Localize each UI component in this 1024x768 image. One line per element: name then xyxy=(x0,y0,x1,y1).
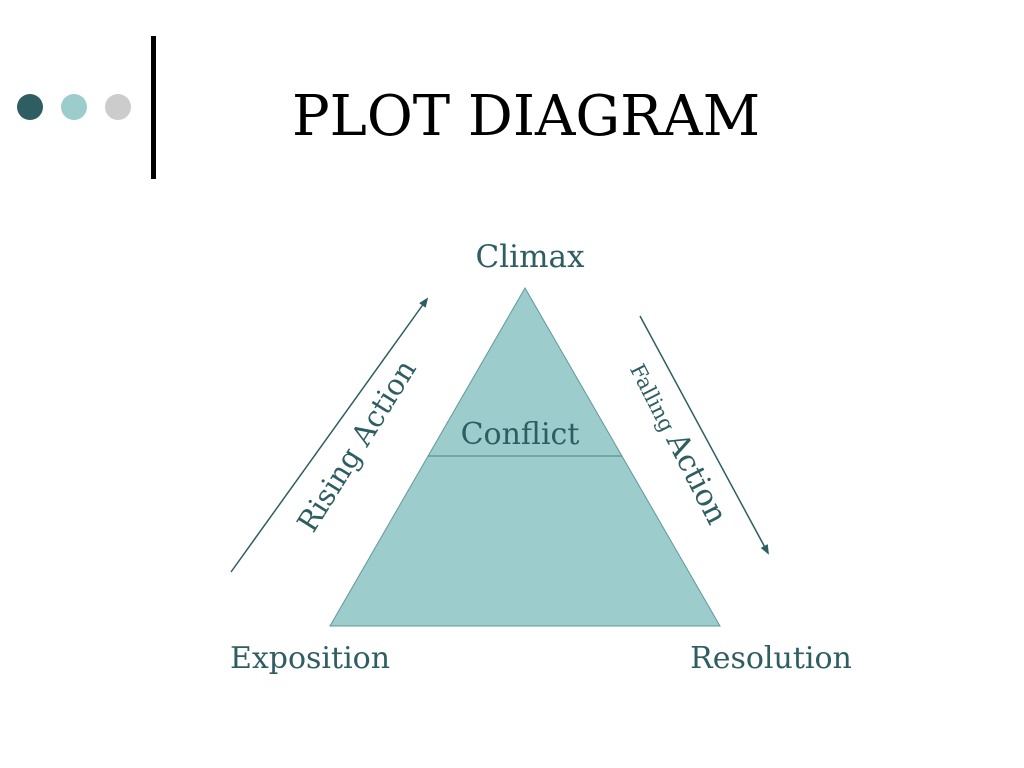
decor-dot-light xyxy=(61,94,87,120)
decor-dot-gray xyxy=(105,94,131,120)
decor-dot-dark xyxy=(17,94,43,120)
action-word-label: Action xyxy=(658,426,734,530)
slide-title: PLOT DIAGRAM xyxy=(292,84,761,149)
rising-action-arrow xyxy=(230,297,429,573)
decor-vertical-bar xyxy=(151,36,156,179)
conflict-label: Conflict xyxy=(461,417,580,452)
falling-word-label: Falling xyxy=(625,360,679,436)
plot-pyramid xyxy=(329,286,721,627)
exposition-label: Exposition xyxy=(230,641,390,676)
resolution-label: Resolution xyxy=(690,641,852,676)
falling-action-arrow xyxy=(639,315,769,555)
climax-label: Climax xyxy=(476,239,585,275)
